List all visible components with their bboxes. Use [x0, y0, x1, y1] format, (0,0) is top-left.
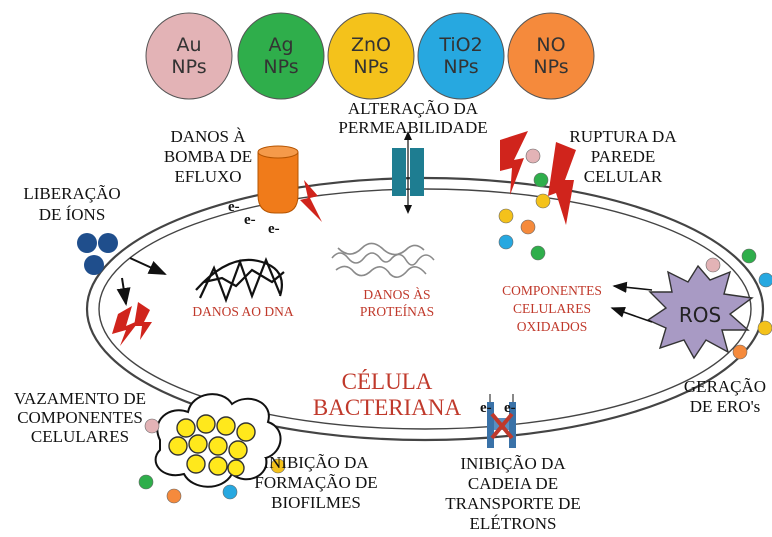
efflux-pump-icon: e- e- e- [228, 145, 322, 237]
svg-text:CADEIA DE: CADEIA DE [468, 474, 558, 493]
np-au-line2: NPs [171, 56, 206, 78]
svg-text:OXIDADOS: OXIDADOS [517, 319, 588, 334]
svg-text:ELÉTRONS: ELÉTRONS [470, 514, 557, 533]
membrane-channel-icon [392, 131, 424, 214]
label-efflux: DANOS À BOMBA DE EFLUXO [164, 127, 252, 186]
label-leakage: VAZAMENTO DE COMPONENTES CELULARES [14, 389, 146, 446]
electron-label: e- [504, 400, 516, 416]
np-tio2: TiO2 NPs [417, 12, 505, 100]
arrow-to-dna [129, 257, 167, 275]
svg-text:EFLUXO: EFLUXO [174, 167, 241, 186]
protein-icon [331, 242, 435, 278]
nanoparticle-dots-rupture [498, 148, 551, 261]
label-electron-chain: INIBIÇÃO DA CADEIA DE TRANSPORTE DE ELÉT… [445, 454, 580, 533]
arrow-ros-2 [610, 306, 653, 323]
np-no-line2: NPs [533, 56, 568, 78]
svg-text:COMPONENTES: COMPONENTES [502, 283, 602, 298]
np-no-line1: NO [536, 34, 565, 56]
label-ions: LIBERAÇÃO DE ÍONS [23, 184, 120, 224]
svg-text:BOMBA DE: BOMBA DE [164, 147, 252, 166]
electron-label: e- [268, 221, 280, 237]
label-rupture: RUPTURA DA PAREDE CELULAR [569, 127, 677, 186]
np-ag-line2: NPs [263, 56, 298, 78]
svg-text:INIBIÇÃO DA: INIBIÇÃO DA [263, 453, 369, 472]
np-tio2-line1: TiO2 [438, 34, 482, 56]
label-proteins: DANOS ÀS PROTEÍNAS [360, 287, 434, 319]
svg-text:PERMEABILIDADE: PERMEABILIDADE [338, 118, 487, 137]
svg-text:DE ÍONS: DE ÍONS [39, 205, 106, 224]
arrow-to-leakage [116, 277, 131, 306]
svg-text:DANOS À: DANOS À [170, 127, 246, 146]
svg-text:CELULARES: CELULARES [31, 427, 129, 446]
wall-rupture-icon [500, 131, 576, 225]
label-cell: CÉLULA BACTERIANA [313, 369, 462, 420]
np-ag: Ag NPs [237, 12, 325, 100]
svg-text:CELULAR: CELULAR [584, 167, 663, 186]
biofilm-icon [154, 393, 282, 488]
np-zno: ZnO NPs [327, 12, 415, 100]
svg-text:CELULARES: CELULARES [513, 301, 591, 316]
svg-text:ALTERAÇÃO DA: ALTERAÇÃO DA [348, 99, 479, 118]
ros-burst-icon: ROS [646, 264, 754, 360]
svg-text:PAREDE: PAREDE [591, 147, 656, 166]
lightning-icon [500, 131, 528, 195]
svg-text:VAZAMENTO DE: VAZAMENTO DE [14, 389, 146, 408]
leakage-lightning-icon [112, 302, 152, 346]
svg-text:COMPONENTES: COMPONENTES [17, 408, 143, 427]
svg-text:DANOS ÀS: DANOS ÀS [363, 287, 430, 302]
np-au-line1: Au [176, 34, 201, 56]
electron-label: e- [480, 400, 492, 416]
svg-text:GERAÇÃO: GERAÇÃO [684, 377, 766, 396]
label-ros-generation: GERAÇÃO DE ERO's [684, 377, 766, 416]
nanoparticle-row: Au NPs Ag NPs ZnO NPs TiO2 NPs NO NPs [145, 12, 595, 100]
np-no: NO NPs [507, 12, 595, 100]
label-dna: DANOS AO DNA [192, 304, 294, 319]
svg-text:INIBIÇÃO DA: INIBIÇÃO DA [460, 454, 566, 473]
np-zno-line1: ZnO [351, 34, 391, 56]
np-au: Au NPs [145, 12, 233, 100]
nanoparticle-dots-ros [705, 248, 772, 360]
lightning-icon [548, 142, 576, 225]
np-tio2-line2: NPs [443, 56, 478, 78]
dna-icon [195, 257, 285, 304]
ros-label: ROS [679, 303, 721, 327]
svg-text:FORMAÇÃO DE: FORMAÇÃO DE [254, 473, 377, 492]
np-zno-line2: NPs [353, 56, 388, 78]
lightning-icon [300, 180, 322, 222]
svg-text:LIBERAÇÃO: LIBERAÇÃO [23, 184, 120, 203]
nanoparticle-dots-biofilm [138, 418, 286, 504]
svg-text:TRANSPORTE DE: TRANSPORTE DE [445, 494, 580, 513]
svg-text:BIOFILMES: BIOFILMES [271, 493, 361, 512]
svg-text:PROTEÍNAS: PROTEÍNAS [360, 304, 434, 319]
arrow-ros-1 [612, 281, 653, 293]
label-permeability: ALTERAÇÃO DA PERMEABILIDADE [338, 99, 487, 137]
svg-text:CÉLULA: CÉLULA [342, 369, 433, 394]
np-ag-line1: Ag [268, 34, 293, 56]
cell-membrane [85, 176, 765, 442]
svg-text:DE ERO's: DE ERO's [690, 397, 761, 416]
ion-cluster-icon [77, 233, 118, 275]
electron-chain-icon: e- e- [480, 394, 516, 448]
svg-text:RUPTURA DA: RUPTURA DA [569, 127, 677, 146]
label-oxidized: COMPONENTES CELULARES OXIDADOS [502, 283, 602, 334]
label-biofilm: INIBIÇÃO DA FORMAÇÃO DE BIOFILMES [254, 453, 377, 512]
electron-label: e- [228, 199, 240, 215]
electron-label: e- [244, 212, 256, 228]
svg-text:BACTERIANA: BACTERIANA [313, 395, 462, 420]
